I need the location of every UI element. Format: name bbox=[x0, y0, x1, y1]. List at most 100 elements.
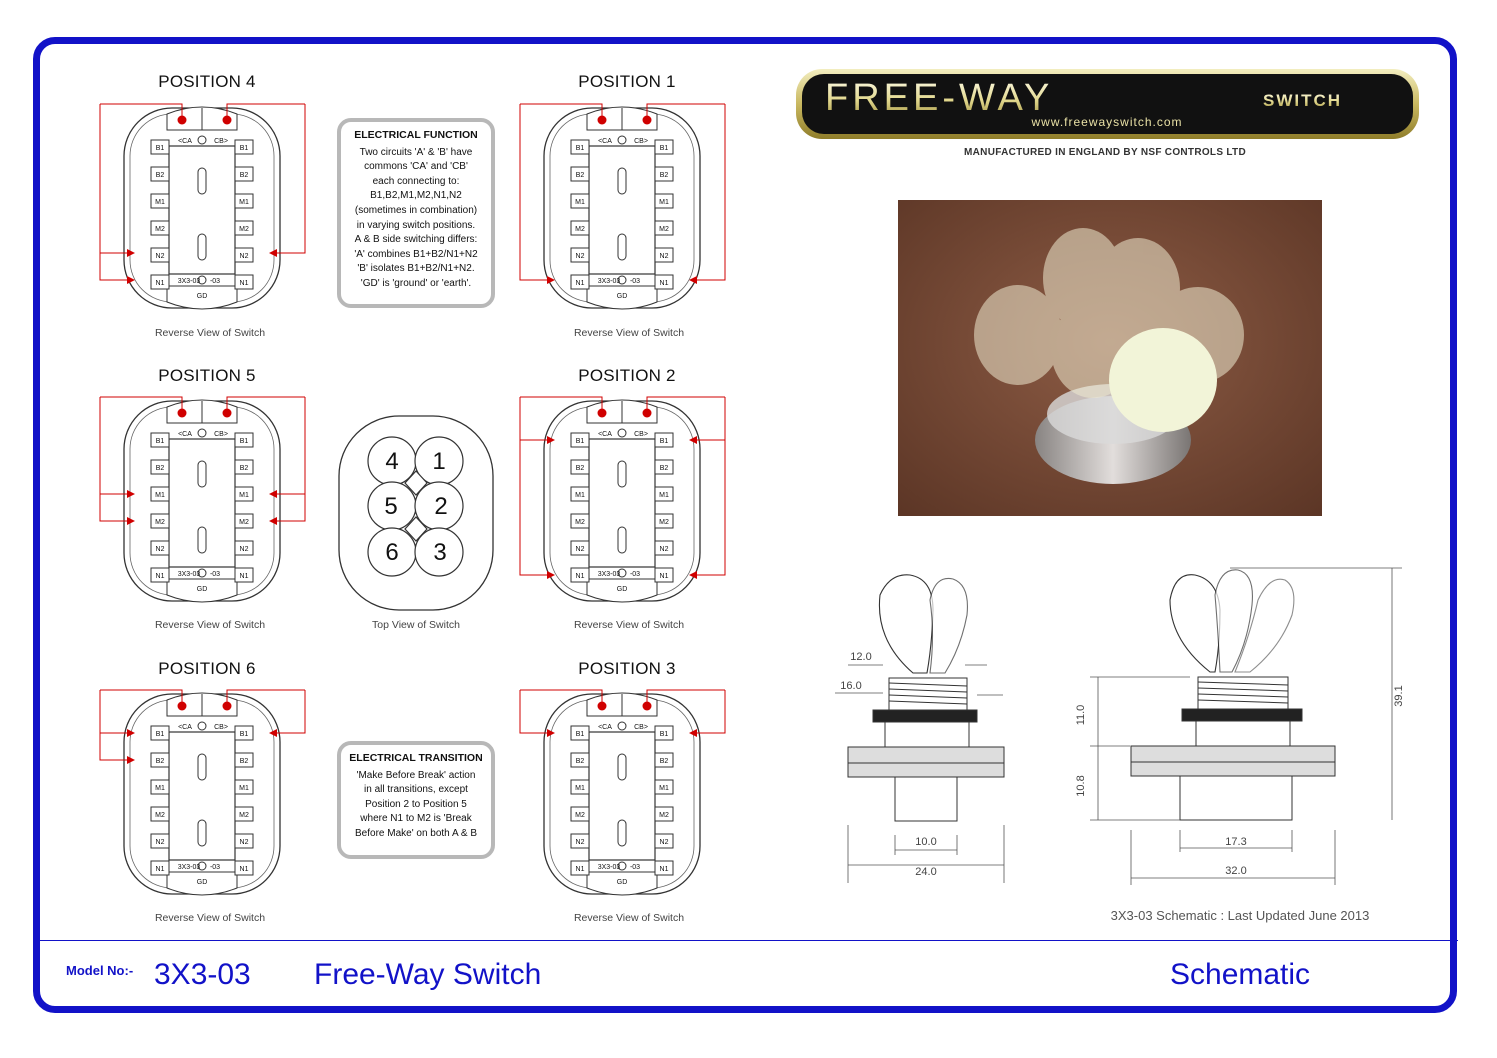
side-view-drawing: 11.0 10.8 39.1 17.3 32.0 bbox=[1075, 567, 1405, 885]
svg-text:GD: GD bbox=[617, 586, 628, 593]
svg-text:B1: B1 bbox=[576, 731, 585, 738]
dim-thread-width: 16.0 bbox=[840, 680, 861, 692]
position-5-caption: Reverse View of Switch bbox=[154, 619, 266, 631]
svg-text:B2: B2 bbox=[660, 172, 669, 179]
logo-url: www.freewayswitch.com bbox=[1030, 115, 1182, 129]
svg-text:M2: M2 bbox=[155, 519, 165, 526]
svg-text:N1: N1 bbox=[240, 573, 249, 580]
svg-text:M1: M1 bbox=[239, 785, 249, 792]
svg-text:B1: B1 bbox=[240, 145, 249, 152]
svg-text:GD: GD bbox=[617, 879, 628, 886]
svg-text:CB>: CB> bbox=[634, 724, 648, 731]
svg-text:M1: M1 bbox=[155, 199, 165, 206]
position-6-caption: Reverse View of Switch bbox=[154, 912, 266, 924]
svg-text:3X3-03: 3X3-03 bbox=[598, 864, 621, 871]
electrical-function-line: in varying switch positions. bbox=[356, 219, 476, 231]
svg-text:B2: B2 bbox=[576, 758, 585, 765]
svg-text:B1: B1 bbox=[660, 731, 669, 738]
product-name: Free-Way Switch bbox=[314, 958, 542, 991]
svg-text:N1: N1 bbox=[156, 280, 165, 287]
electrical-function-line: 'GD' is 'ground' or 'earth'. bbox=[360, 277, 472, 289]
svg-text:<CA: <CA bbox=[598, 138, 612, 145]
position-3-wires bbox=[519, 690, 726, 737]
position-2-wires bbox=[519, 397, 726, 579]
electrical-function-heading: ELECTRICAL FUNCTION bbox=[354, 129, 478, 141]
position-3-title: POSITION 3 bbox=[578, 659, 676, 678]
position-1-wires bbox=[519, 104, 726, 284]
svg-text:N1: N1 bbox=[576, 280, 585, 287]
svg-text:M1: M1 bbox=[659, 492, 669, 499]
dim-body-width-right: 17.3 bbox=[1225, 836, 1246, 848]
svg-text:-03: -03 bbox=[210, 278, 220, 285]
svg-text:N1: N1 bbox=[660, 573, 669, 580]
svg-text:M2: M2 bbox=[155, 226, 165, 233]
svg-text:3X3-03: 3X3-03 bbox=[598, 571, 621, 578]
position-4-title: POSITION 4 bbox=[158, 72, 256, 91]
svg-text:N2: N2 bbox=[660, 546, 669, 553]
front-view-drawing: 12.0 16.0 10.0 24.0 bbox=[835, 574, 1005, 883]
svg-text:3X3-03: 3X3-03 bbox=[178, 864, 201, 871]
electrical-function-line: A & B side switching differs: bbox=[354, 234, 478, 246]
top-view-number: 5 bbox=[384, 493, 397, 520]
top-view-number: 6 bbox=[385, 539, 398, 566]
electrical-function-line: 'A' combines B1+B2/N1+N2 bbox=[354, 248, 478, 260]
svg-text:B1: B1 bbox=[156, 731, 165, 738]
svg-text:N2: N2 bbox=[240, 546, 249, 553]
dim-lever-width: 12.0 bbox=[850, 651, 871, 663]
svg-text:M1: M1 bbox=[239, 492, 249, 499]
page-border bbox=[33, 37, 1457, 1013]
top-view-number: 4 bbox=[385, 448, 398, 475]
position-4-caption: Reverse View of Switch bbox=[154, 327, 266, 339]
svg-text:B1: B1 bbox=[576, 438, 585, 445]
svg-text:CB>: CB> bbox=[214, 724, 228, 731]
electrical-function-line: 'B' isolates B1+B2/N1+N2. bbox=[357, 263, 475, 275]
svg-text:B2: B2 bbox=[156, 758, 165, 765]
dim-body-width: 10.0 bbox=[915, 836, 936, 848]
svg-text:-03: -03 bbox=[210, 864, 220, 871]
electrical-transition-line: Before Make' on both A & B bbox=[355, 827, 477, 839]
svg-text:B2: B2 bbox=[576, 465, 585, 472]
svg-text:M1: M1 bbox=[575, 785, 585, 792]
svg-text:B1: B1 bbox=[660, 438, 669, 445]
top-view-caption: Top View of Switch bbox=[372, 619, 460, 631]
revision-note: 3X3-03 Schematic : Last Updated June 201… bbox=[1110, 908, 1370, 923]
dim-total-height: 39.1 bbox=[1393, 685, 1405, 706]
svg-text:B2: B2 bbox=[576, 172, 585, 179]
position-5-wires bbox=[99, 397, 306, 525]
position-1-title: POSITION 1 bbox=[578, 72, 676, 91]
svg-text:<CA: <CA bbox=[178, 724, 192, 731]
svg-text:GD: GD bbox=[197, 586, 208, 593]
logo-suffix: SWITCH bbox=[1263, 91, 1342, 110]
svg-text:M2: M2 bbox=[575, 519, 585, 526]
position-4-wires bbox=[99, 104, 306, 284]
position-3-caption: Reverse View of Switch bbox=[573, 912, 685, 924]
svg-text:B2: B2 bbox=[660, 758, 669, 765]
svg-text:M2: M2 bbox=[239, 812, 249, 819]
svg-text:N2: N2 bbox=[156, 546, 165, 553]
dim-body-height: 10.8 bbox=[1075, 775, 1087, 796]
svg-text:B1: B1 bbox=[240, 438, 249, 445]
svg-text:-03: -03 bbox=[210, 571, 220, 578]
svg-text:M2: M2 bbox=[659, 812, 669, 819]
electrical-function-line: each connecting to: bbox=[372, 175, 460, 187]
position-5-title: POSITION 5 bbox=[158, 366, 256, 385]
svg-text:3X3-03: 3X3-03 bbox=[178, 278, 201, 285]
document-type: Schematic bbox=[1170, 958, 1311, 991]
svg-text:M1: M1 bbox=[239, 199, 249, 206]
svg-text:N2: N2 bbox=[576, 546, 585, 553]
dim-plate-width: 24.0 bbox=[915, 866, 936, 878]
electrical-transition-line: 'Make Before Break' action bbox=[356, 769, 476, 781]
svg-text:B2: B2 bbox=[240, 758, 249, 765]
svg-text:M2: M2 bbox=[659, 226, 669, 233]
electrical-transition-line: Position 2 to Position 5 bbox=[365, 798, 467, 810]
svg-text:N2: N2 bbox=[240, 839, 249, 846]
svg-text:M1: M1 bbox=[575, 492, 585, 499]
svg-text:M1: M1 bbox=[155, 785, 165, 792]
freeway-logo: FREE-WAY SWITCH www.freewayswitch.com bbox=[796, 69, 1419, 139]
